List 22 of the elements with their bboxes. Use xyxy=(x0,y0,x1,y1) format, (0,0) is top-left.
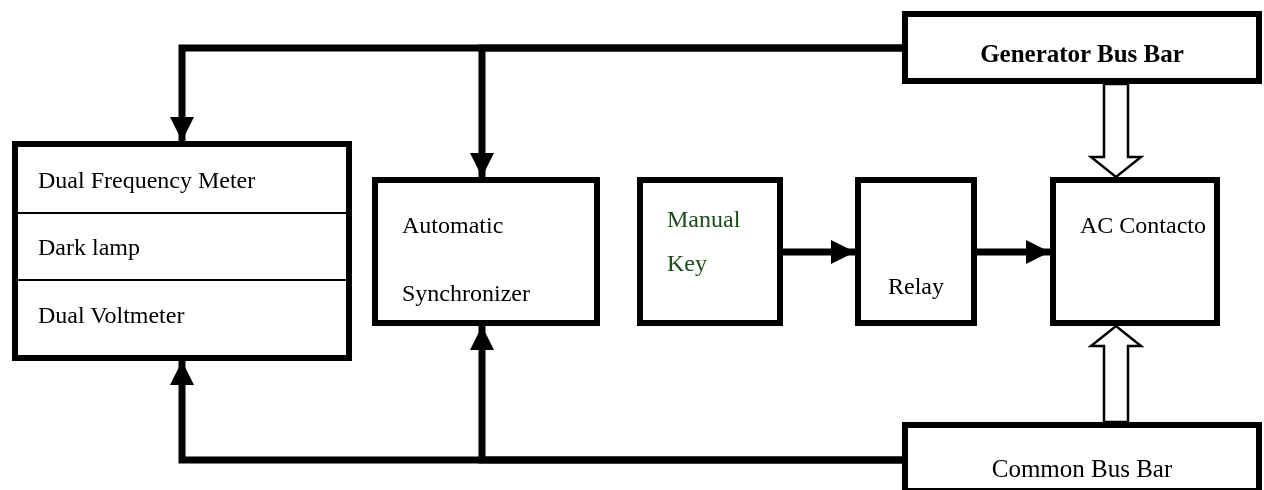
process-box xyxy=(372,177,600,326)
process-box xyxy=(855,177,977,326)
block-arrow xyxy=(1087,82,1145,179)
box-label: Dual Frequency Meter xyxy=(38,167,256,192)
box-label: Automatic Synchronizer xyxy=(402,211,531,308)
process-box xyxy=(1050,177,1220,326)
box-label: AC Contacto xyxy=(1080,211,1207,240)
block-arrow xyxy=(1087,324,1145,424)
arrow xyxy=(470,44,902,177)
box-label: Dark lamp xyxy=(38,234,140,259)
box-label: Manual Key xyxy=(667,205,742,278)
arrow xyxy=(977,240,1050,264)
arrow xyxy=(470,326,902,464)
box-label: Generator Bus Bar xyxy=(980,41,1184,66)
box-label: Common Bus Bar xyxy=(991,453,1173,484)
process-box xyxy=(637,177,783,326)
process-box xyxy=(12,141,352,361)
process-box xyxy=(902,422,1262,490)
box-label: Relay xyxy=(888,274,944,298)
process-box xyxy=(902,11,1262,84)
arrow xyxy=(783,240,855,264)
box-label: Dual Voltmeter xyxy=(38,302,185,327)
